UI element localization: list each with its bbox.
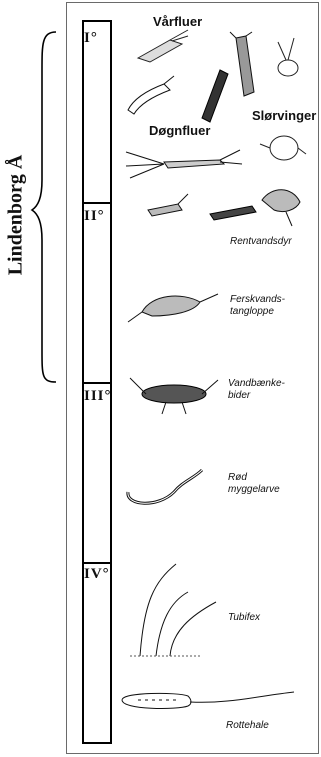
label-rod-line2: myggelarve — [228, 484, 280, 496]
label-vandbaenke-line2: bider — [228, 390, 250, 402]
label-rod-line1: Rød — [228, 472, 247, 484]
river-brace — [30, 30, 60, 390]
shrimp-illustration — [256, 180, 306, 230]
stonefly-adult-illustration — [268, 36, 308, 86]
zone-numeral-1: I° — [84, 30, 98, 47]
zone-numeral-4: IV° — [84, 566, 110, 583]
header-vaarfluer: Vårfluer — [153, 14, 202, 29]
zone-bar-2 — [82, 202, 112, 384]
caddisfly-adult-illustration — [130, 28, 190, 68]
caddis-case-illustration — [196, 66, 232, 122]
header-slorvinger: Slørvinger — [252, 108, 316, 123]
header-dognfluer: Døgnfluer — [149, 123, 210, 138]
zone-numeral-2: II° — [84, 208, 105, 225]
tubifex-illustration — [130, 562, 220, 658]
stonefly-nymph-illustration — [258, 124, 308, 170]
zone-numeral-3: III° — [84, 388, 112, 405]
mayfly-nymph-illustration — [124, 142, 244, 182]
freshwater-shrimp-illustration — [122, 282, 222, 332]
red-midge-larva-illustration — [122, 462, 212, 512]
label-rentvandsdyr: Rentvandsdyr — [230, 236, 292, 248]
label-vandbaenke-line1: Vandbænke- — [228, 378, 285, 390]
zone-bar-3 — [82, 382, 112, 564]
caddis-case-2-illustration — [208, 200, 258, 222]
river-label: Lindenborg Å — [4, 150, 28, 280]
zone-bar-4 — [82, 562, 112, 744]
rat-tailed-maggot-illustration — [118, 686, 298, 716]
label-rottehale: Rottehale — [226, 720, 269, 732]
label-ferskvands-line2: tangloppe — [230, 306, 274, 318]
label-ferskvands-line1: Ferskvands- — [230, 294, 285, 306]
caddisfly-larva-illustration — [124, 74, 176, 114]
waterlouse-illustration — [126, 370, 222, 418]
zone-bar-1 — [82, 20, 112, 204]
label-tubifex: Tubifex — [228, 612, 260, 624]
mayfly-larva-illustration — [142, 192, 190, 226]
